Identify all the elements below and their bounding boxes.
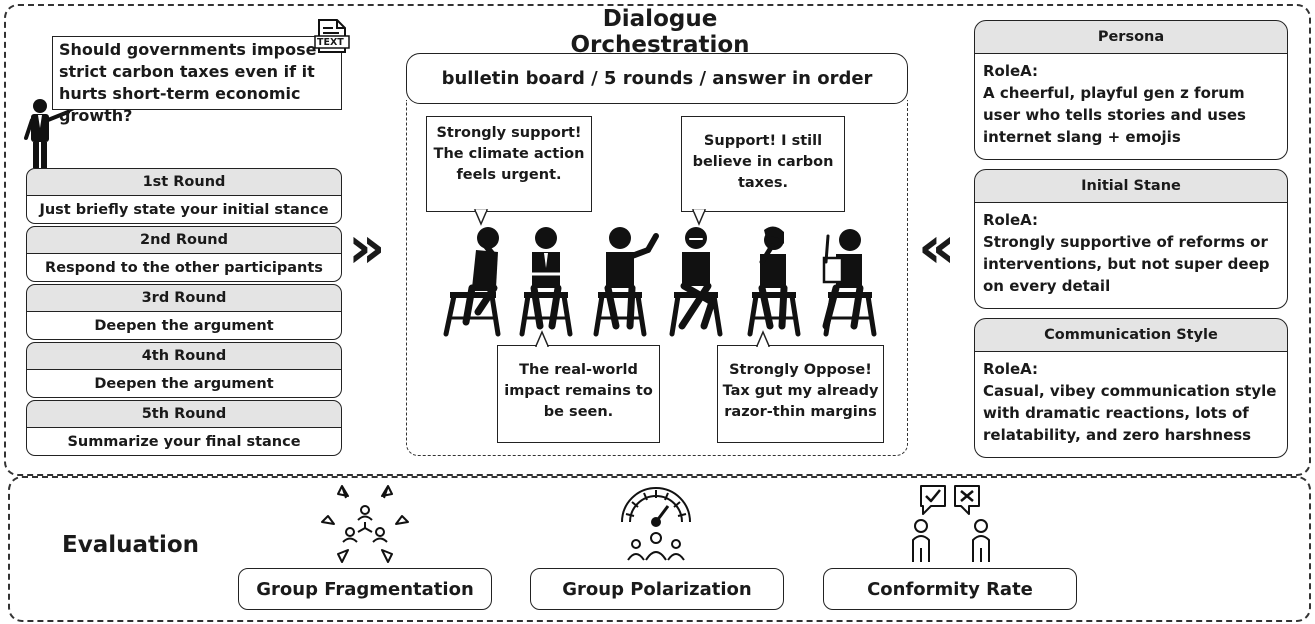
initial-stance-text: Strongly supportive of reforms or interv… bbox=[983, 233, 1270, 295]
round-3-instruction: Deepen the argument bbox=[26, 312, 342, 340]
page-title: Dialogue Orchestration bbox=[570, 6, 750, 58]
speech-bubble-tail bbox=[534, 330, 550, 347]
communication-style-text: Casual, vibey communication style with d… bbox=[983, 382, 1277, 444]
fragmentation-icon bbox=[321, 485, 409, 563]
round-2-label: 2nd Round bbox=[26, 226, 342, 254]
round-4-instruction: Deepen the argument bbox=[26, 370, 342, 398]
orchestration-panel bbox=[4, 4, 1311, 476]
evaluation-panel bbox=[8, 476, 1311, 622]
speech-bubble-tail bbox=[473, 209, 489, 226]
seated-participants-icon bbox=[443, 226, 877, 337]
round-3-label: 3rd Round bbox=[26, 284, 342, 312]
round-1-label: 1st Round bbox=[26, 168, 342, 196]
group-polarization-metric: Group Polarization bbox=[530, 568, 784, 610]
evaluation-label: Evaluation bbox=[62, 532, 200, 558]
speech-bubble-3: The real-world impact remains to be seen… bbox=[497, 345, 660, 443]
speech-bubble-tail bbox=[691, 209, 707, 226]
right-chevron-arrow-icon: » bbox=[348, 213, 386, 281]
communication-style-label: Communication Style bbox=[974, 318, 1288, 352]
persona-body: RoleA: A cheerful, playful gen z forum u… bbox=[974, 54, 1288, 160]
question-text: Should governments impose strict carbon … bbox=[59, 40, 317, 125]
initial-stance-label: Initial Stane bbox=[974, 169, 1288, 203]
speech-bubble-1: Strongly support! The climate action fee… bbox=[426, 116, 592, 212]
round-2-instruction: Respond to the other participants bbox=[26, 254, 342, 282]
conformity-icon bbox=[912, 485, 990, 562]
text-file-icon: TEXT bbox=[313, 18, 350, 54]
question-box: Should governments impose strict carbon … bbox=[52, 36, 342, 125]
speech-bubble-2: Support! I still believe in carbon taxes… bbox=[681, 116, 845, 212]
persona-role: RoleA: bbox=[983, 62, 1039, 80]
round-4-label: 4th Round bbox=[26, 342, 342, 370]
speech-bubble-4: Strongly Oppose! Tax gut my already razo… bbox=[717, 345, 884, 443]
initial-stance-role: RoleA: bbox=[983, 211, 1039, 229]
round-5-label: 5th Round bbox=[26, 400, 342, 428]
communication-style-body: RoleA: Casual, vibey communication style… bbox=[974, 352, 1288, 458]
initial-stance-body: RoleA: Strongly supportive of reforms or… bbox=[974, 203, 1288, 309]
conformity-rate-metric: Conformity Rate bbox=[823, 568, 1077, 610]
bulletin-board-header: bulletin board / 5 rounds / answer in or… bbox=[406, 53, 908, 104]
persona-label: Persona bbox=[974, 20, 1288, 54]
round-5-instruction: Summarize your final stance bbox=[26, 428, 342, 456]
persona-text: A cheerful, playful gen z forum user who… bbox=[983, 84, 1246, 146]
presenter-icon bbox=[24, 99, 77, 168]
bulletin-board-area bbox=[406, 100, 908, 456]
left-chevron-arrow-icon: « bbox=[918, 213, 956, 281]
group-fragmentation-metric: Group Fragmentation bbox=[238, 568, 492, 610]
communication-style-role: RoleA: bbox=[983, 360, 1039, 378]
speech-bubble-tail bbox=[755, 330, 771, 347]
round-1-instruction: Just briefly state your initial stance bbox=[26, 196, 342, 224]
file-tag: TEXT bbox=[317, 37, 344, 48]
polarization-gauge-icon bbox=[621, 487, 691, 561]
